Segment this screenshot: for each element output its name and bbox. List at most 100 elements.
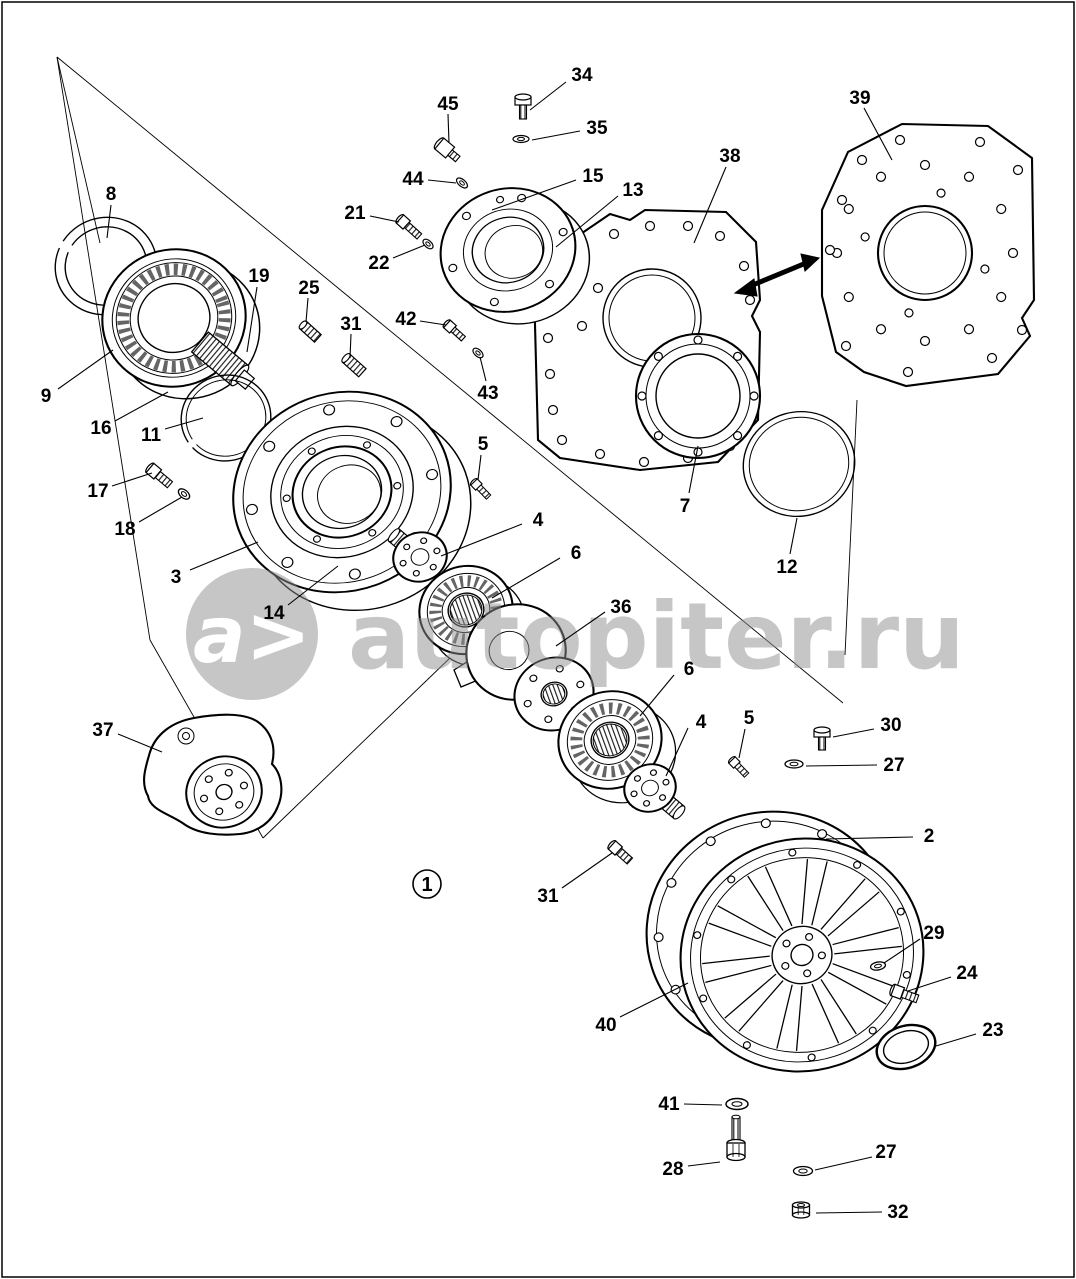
callout-leader <box>863 107 893 161</box>
part-35-washer <box>512 134 530 144</box>
callout-number: 21 <box>344 203 366 224</box>
part-19-splined-shaft <box>190 331 256 390</box>
callout-leader <box>479 356 487 382</box>
callout-number: 27 <box>883 755 904 776</box>
callout-leader <box>693 166 727 244</box>
callout-leader <box>164 417 204 430</box>
callout-number: 29 <box>923 923 944 944</box>
callout-number: 5 <box>744 708 755 729</box>
callout-number: 41 <box>658 1094 680 1115</box>
callout-number: 34 <box>571 65 593 86</box>
callout-number: 27 <box>875 1142 896 1163</box>
part-32-nut <box>791 1201 811 1219</box>
callout-number: 43 <box>477 383 498 404</box>
part-14-bore <box>301 454 383 530</box>
callout-leader <box>665 727 689 777</box>
part-11-seal-ring <box>180 374 272 462</box>
callout-number: 23 <box>982 1020 1003 1041</box>
callout-leader <box>738 728 746 759</box>
callout-leader <box>419 320 447 326</box>
callout-leader <box>555 195 619 248</box>
callout-number: 3 <box>171 567 182 588</box>
callout-number: 39 <box>849 88 870 109</box>
part-28-bolt <box>726 1114 746 1162</box>
callout-leader <box>561 852 613 889</box>
callout-number: 18 <box>114 519 135 540</box>
callout-number: 15 <box>582 166 604 187</box>
callout-leader <box>246 286 258 353</box>
callout-number: 17 <box>87 481 108 502</box>
callout-leader <box>447 113 450 144</box>
part-15-bearing-cap <box>439 187 591 325</box>
part-13-bearing-race <box>484 225 544 279</box>
callout-number: 4 <box>696 712 707 733</box>
callout-number: 24 <box>956 963 978 984</box>
part-27-washer-b <box>792 1165 814 1177</box>
direction-arrow <box>733 253 821 297</box>
callout-leader <box>111 472 153 487</box>
part-34-bolt <box>514 93 532 120</box>
watermark-logo-disc <box>186 568 318 700</box>
callout-number: 45 <box>437 94 459 115</box>
part-5-bolt-b <box>727 756 750 778</box>
callout-leader <box>138 496 183 523</box>
callout-number: 44 <box>402 169 424 190</box>
callout-number: 37 <box>92 720 113 741</box>
callout-leader <box>427 179 457 184</box>
callout-number: 16 <box>90 418 111 439</box>
callout-number: 28 <box>662 1159 683 1180</box>
callout-leader <box>189 541 259 571</box>
callout-number: 42 <box>395 309 416 330</box>
assembly-number: 1 <box>421 874 432 896</box>
part-45-plug <box>433 137 461 163</box>
callout-number: 19 <box>248 266 269 287</box>
part-27-washer-a <box>784 759 804 769</box>
callout-leader <box>287 565 339 606</box>
callout-number: 11 <box>141 425 162 446</box>
callout-leader <box>349 333 352 359</box>
callout-leader <box>555 611 606 647</box>
callout-number: 38 <box>719 146 740 167</box>
part-7-hub-trunnion <box>634 332 762 460</box>
watermark-text: autopiter.ru <box>348 583 965 690</box>
callout-number: 32 <box>887 1202 908 1223</box>
callout-leader <box>531 130 581 141</box>
callout-leader <box>814 1156 873 1171</box>
callout-leader <box>789 517 798 555</box>
callout-number: 22 <box>368 253 389 274</box>
callout-leader <box>392 244 426 259</box>
callout-leader <box>491 557 561 599</box>
callout-leader <box>907 976 952 992</box>
part-4-flanged-stub <box>387 528 448 583</box>
callout-number: 8 <box>106 184 117 205</box>
callout-number: 14 <box>263 603 285 624</box>
callout-leader <box>639 674 675 717</box>
callout-leader <box>117 733 163 753</box>
callout-number: 5 <box>478 434 489 455</box>
callout-leader <box>619 982 689 1018</box>
callout-leader <box>57 349 114 390</box>
watermark-logo-text: a> <box>193 591 311 681</box>
callout-leader <box>305 297 309 323</box>
part-37-steering-housing <box>143 713 283 836</box>
assembly-number-badge: 1 <box>412 869 442 899</box>
callout-leader <box>825 836 914 840</box>
callout-leader <box>114 391 169 422</box>
callout-leader <box>805 764 878 767</box>
callout-number: 2 <box>924 826 935 847</box>
cooling-fins <box>702 859 902 1051</box>
part-30-bolt <box>813 726 831 751</box>
part-22-washer <box>422 238 434 250</box>
callout-leader <box>477 454 482 481</box>
part-44-washer <box>455 177 469 189</box>
callout-leader <box>529 81 567 111</box>
callout-leader <box>935 1033 977 1047</box>
part-17-bolt <box>145 462 174 489</box>
callout-leader <box>688 445 699 494</box>
part-5-bolt <box>469 478 492 500</box>
callout-number: 4 <box>533 510 544 531</box>
callout-number: 31 <box>537 886 559 907</box>
